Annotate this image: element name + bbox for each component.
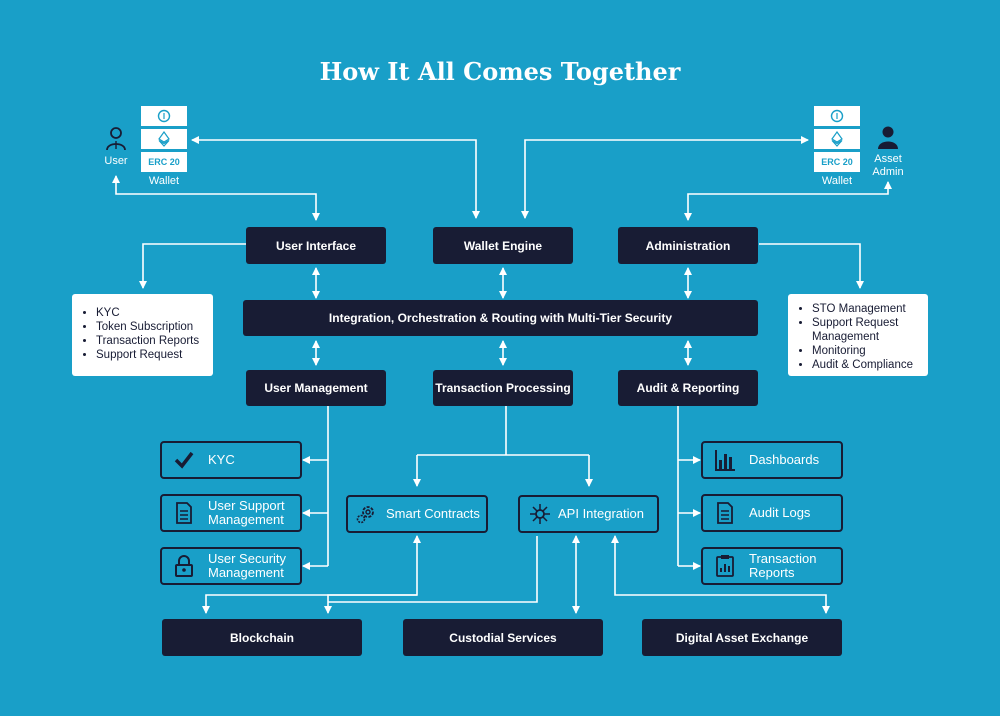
api-integration-item: API Integration bbox=[518, 495, 659, 533]
coin-icon bbox=[157, 109, 171, 123]
wallet-eth-cell bbox=[141, 129, 187, 149]
coin-icon bbox=[830, 109, 844, 123]
user-icon bbox=[106, 127, 126, 151]
smart-contracts-item: Smart Contracts bbox=[346, 495, 488, 533]
list-item: Transaction Reports bbox=[96, 334, 203, 348]
ethereum-icon bbox=[158, 131, 170, 147]
custodial-services-box: Custodial Services bbox=[403, 619, 603, 656]
wallet-engine-box: Wallet Engine bbox=[433, 227, 573, 264]
user-management-box: User Management bbox=[246, 370, 386, 406]
user-security-item: User Security Management bbox=[160, 547, 302, 585]
list-item: KYC bbox=[96, 306, 203, 320]
wallet-coin-cell bbox=[814, 106, 860, 126]
dashboards-item-label: Dashboards bbox=[749, 452, 820, 467]
admin-icon bbox=[878, 126, 898, 149]
user-support-item: User Support Management bbox=[160, 494, 302, 532]
kyc-item: KYC bbox=[160, 441, 302, 479]
audit-logs-item-label: Audit Logs bbox=[749, 505, 811, 520]
wallet-eth-cell bbox=[814, 129, 860, 149]
api-integration-item-label: API Integration bbox=[558, 506, 644, 521]
kyc-item-label: KYC bbox=[208, 452, 235, 467]
network-icon bbox=[530, 504, 550, 524]
wallet-token-cell: ERC 20 bbox=[814, 152, 860, 172]
wallet-token-cell: ERC 20 bbox=[141, 152, 187, 172]
admin-features-list: STO ManagementSupport Request Management… bbox=[798, 302, 918, 372]
user-security-item-label: User Security Management bbox=[208, 551, 287, 580]
administration-box: Administration bbox=[618, 227, 758, 264]
admin-actor: Asset Admin bbox=[866, 125, 910, 179]
wallet-coin-cell bbox=[141, 106, 187, 126]
list-item: Token Subscription bbox=[96, 320, 203, 334]
list-item: Support Request bbox=[96, 348, 203, 362]
digital-asset-exchange-box: Digital Asset Exchange bbox=[642, 619, 842, 656]
document-icon bbox=[176, 502, 192, 524]
transaction-processing-box: Transaction Processing bbox=[433, 370, 573, 406]
audit-reporting-box: Audit & Reporting bbox=[618, 370, 758, 406]
wallet-label: Wallet bbox=[148, 175, 180, 187]
user-actor: User bbox=[100, 127, 132, 168]
lock-icon bbox=[175, 555, 193, 577]
user-features-list: KYCToken SubscriptionTransaction Reports… bbox=[82, 306, 203, 362]
admin-features-panel: STO ManagementSupport Request Management… bbox=[788, 294, 928, 376]
user-support-item-label: User Support Management bbox=[208, 498, 285, 527]
integration-bar: Integration, Orchestration & Routing wit… bbox=[243, 300, 758, 336]
user-label: User bbox=[104, 155, 128, 167]
transaction-reports-item-label: Transaction Reports bbox=[749, 551, 817, 580]
wallet-left: ERC 20 Wallet bbox=[141, 106, 187, 187]
report-icon bbox=[716, 555, 734, 577]
dashboards-item: Dashboards bbox=[701, 441, 843, 479]
document-icon bbox=[717, 502, 733, 524]
list-item: STO Management bbox=[812, 302, 918, 316]
user-features-panel: KYCToken SubscriptionTransaction Reports… bbox=[72, 294, 213, 376]
page-title: How It All Comes Together bbox=[319, 57, 681, 86]
check-icon bbox=[174, 451, 194, 469]
list-item: Monitoring bbox=[812, 344, 918, 358]
gears-icon bbox=[356, 506, 374, 524]
admin-label: Asset Admin bbox=[872, 153, 904, 178]
ethereum-icon bbox=[831, 131, 843, 147]
transaction-reports-item: Transaction Reports bbox=[701, 547, 843, 585]
smart-contracts-item-label: Smart Contracts bbox=[386, 506, 480, 521]
user-interface-box: User Interface bbox=[246, 227, 386, 264]
bar-chart-icon bbox=[715, 450, 735, 471]
blockchain-box: Blockchain bbox=[162, 619, 362, 656]
wallet-right: ERC 20 Wallet bbox=[814, 106, 860, 187]
audit-logs-item: Audit Logs bbox=[701, 494, 843, 532]
list-item: Support Request Management bbox=[812, 316, 918, 344]
wallet-label: Wallet bbox=[821, 175, 853, 187]
list-item: Audit & Compliance bbox=[812, 358, 918, 372]
